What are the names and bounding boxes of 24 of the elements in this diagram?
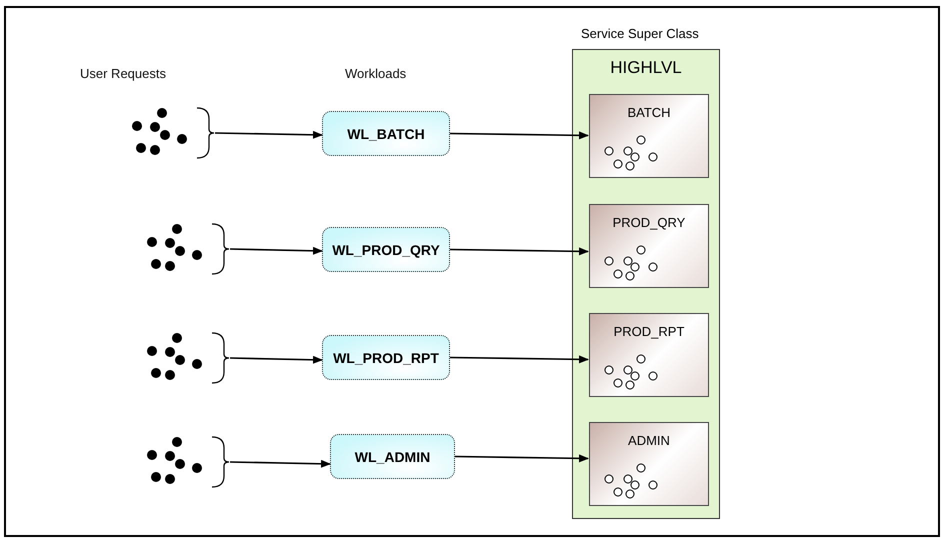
arrow — [230, 460, 331, 468]
class-box — [589, 204, 709, 288]
class-box — [589, 313, 709, 397]
arrow — [214, 130, 323, 139]
panel-heading: Service Super Class — [581, 26, 699, 41]
arrow — [230, 246, 323, 255]
workload-box: WL_BATCH — [322, 111, 450, 156]
class-name: PROD_RPT — [612, 324, 686, 339]
arrow — [450, 355, 589, 364]
workload-box: WL_ADMIN — [330, 434, 455, 479]
arrow — [450, 131, 589, 140]
class-box — [589, 94, 709, 178]
workload-box: WL_PROD_QRY — [322, 227, 450, 272]
column-heading: Workloads — [345, 66, 406, 81]
arrow — [230, 356, 323, 364]
class-name: PROD_QRY — [612, 215, 686, 230]
class-name: BATCH — [626, 105, 672, 120]
column-heading: User Requests — [80, 66, 166, 81]
workload-box: WL_PROD_RPT — [322, 335, 450, 380]
arrow — [454, 454, 589, 462]
class-box — [589, 422, 709, 506]
panel-title: HIGHLVL — [609, 58, 683, 78]
arrow — [450, 247, 589, 256]
class-name: ADMIN — [627, 433, 671, 448]
